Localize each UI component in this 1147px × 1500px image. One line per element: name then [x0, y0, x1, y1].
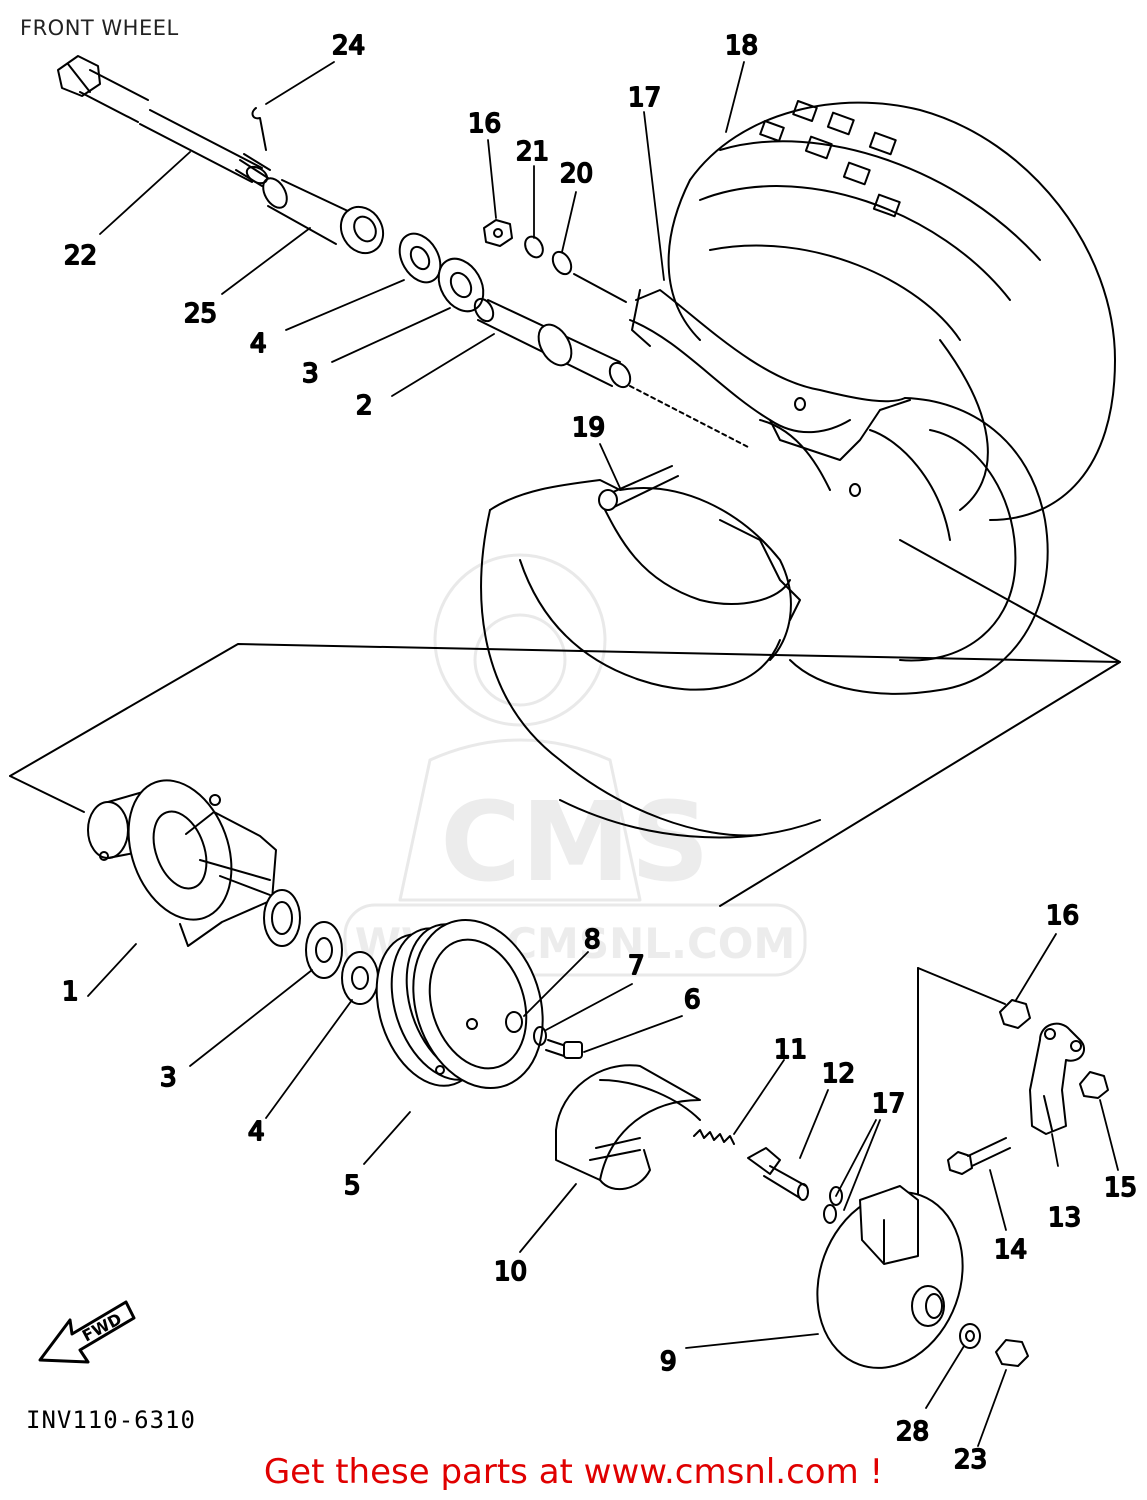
callout-17: 17 [872, 1089, 905, 1119]
assembly-leader-lines [10, 540, 1120, 1230]
washer-22 [549, 249, 626, 302]
callout-leaders [88, 62, 1118, 1446]
callout-15: 15 [1104, 1173, 1137, 1203]
callout-25: 23 [954, 1445, 987, 1475]
o-rings [824, 1187, 842, 1223]
brake-drum [358, 903, 563, 1105]
callout-26: 24 [332, 31, 365, 61]
callout-2: 2 [356, 391, 373, 421]
bearing-lower-4 [342, 952, 378, 1004]
callout-13: 13 [1048, 1203, 1081, 1233]
spacer [258, 174, 391, 261]
washer-23 [522, 233, 547, 260]
tire [630, 101, 1115, 520]
axle-bolt [58, 56, 270, 187]
hub [88, 766, 300, 946]
collar [471, 296, 750, 448]
callout-9: 9 [660, 1347, 677, 1377]
callout-1: 1 [62, 977, 79, 1007]
callout-20: 18 [725, 31, 758, 61]
nut-25 [996, 1340, 1028, 1366]
nut-16 [1000, 1000, 1030, 1028]
nut-18 [484, 220, 512, 246]
washer-28 [960, 1324, 980, 1348]
shop-parts-link[interactable]: Get these parts at www.cmsnl.com ! [263, 1452, 884, 1492]
cam-lever [1030, 1024, 1084, 1134]
bolt-14 [948, 1138, 1010, 1174]
callout-21: 19 [572, 413, 605, 443]
callout-28: 28 [896, 1417, 929, 1447]
wheel-rim [481, 398, 1048, 837]
callout-7: 7 [628, 951, 645, 981]
screw-8 [506, 1012, 522, 1032]
callout-8: 8 [584, 925, 601, 955]
brake-shoe [556, 1065, 700, 1189]
callout-6: 6 [684, 985, 701, 1015]
callout-labels: 24 18 17 16 21 20 22 25 4 3 2 19 1 3 4 5… [61, 30, 1138, 1476]
callout-19: 17 [628, 83, 661, 113]
page-title: FRONT WHEEL [20, 16, 179, 40]
callout-12: 12 [822, 1059, 855, 1089]
nut-15 [1080, 1072, 1108, 1098]
callout-16: 16 [1046, 901, 1079, 931]
bearing-upper-4 [391, 226, 448, 289]
callout-10: 10 [494, 1257, 527, 1287]
bearing-lower-3 [306, 922, 342, 978]
washer-7 [534, 1027, 546, 1045]
watermark-brand: CMS [440, 778, 709, 906]
cotter-pin [253, 108, 266, 150]
cms-watermark: CMS WWW.CMSNL.COM [345, 555, 805, 975]
callout-3-lower: 3 [160, 1063, 177, 1093]
callout-3-upper: 3 [302, 359, 319, 389]
callout-23: 21 [516, 137, 549, 167]
callout-14: 14 [994, 1235, 1027, 1265]
callout-24: 22 [64, 241, 97, 271]
callout-4-lower: 4 [248, 1117, 265, 1147]
spring [694, 1130, 734, 1144]
callout-22: 20 [560, 159, 593, 189]
callout-11: 11 [774, 1035, 807, 1065]
brake-panel [793, 1171, 986, 1388]
callout-18: 16 [468, 109, 501, 139]
diagram-reference-code: INV110-6310 [26, 1406, 196, 1434]
callout-27: 25 [184, 299, 217, 329]
fwd-arrow-icon: FWD [40, 1302, 134, 1362]
bolt-6 [546, 1040, 582, 1058]
callout-4-upper: 4 [250, 329, 267, 359]
callout-5: 5 [344, 1171, 361, 1201]
brake-camshaft [748, 1148, 808, 1200]
